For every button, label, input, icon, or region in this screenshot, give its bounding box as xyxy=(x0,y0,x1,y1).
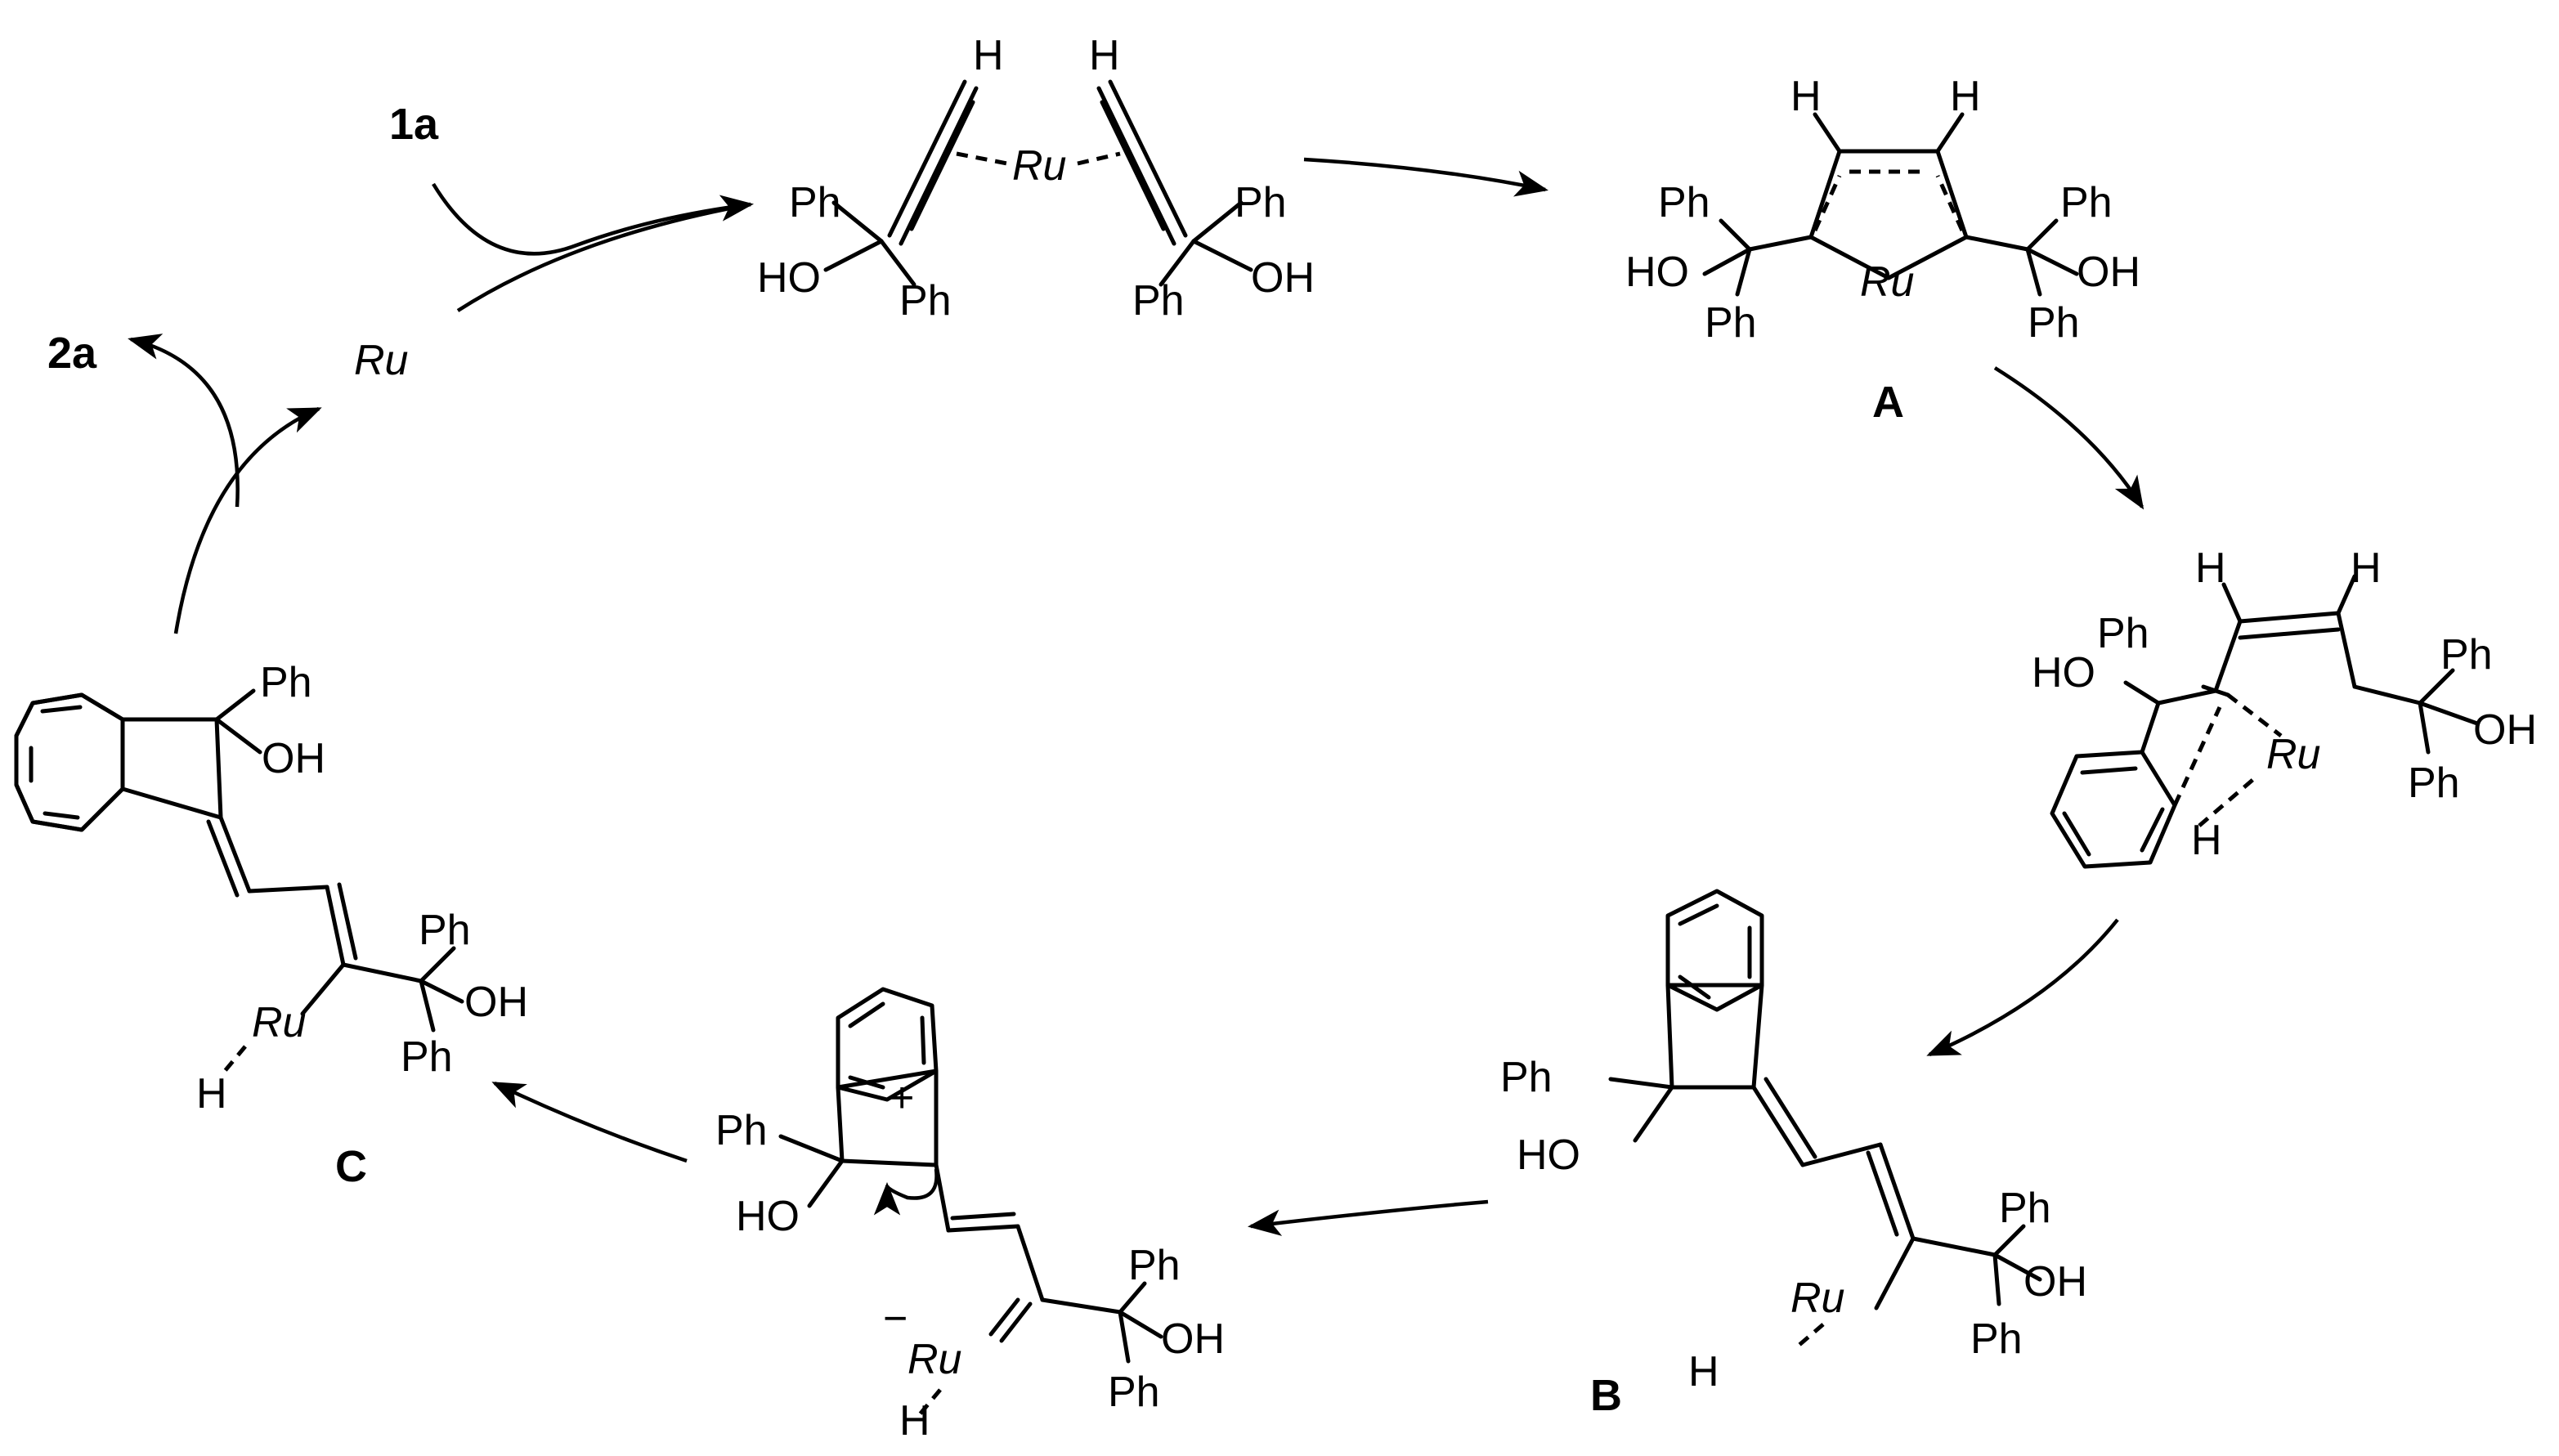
B-ph-3: Ph xyxy=(1970,1315,2023,1363)
A-h-left: H xyxy=(1790,73,1822,120)
arrow-ru-to-complex xyxy=(456,202,751,312)
arrow-C-to-ru xyxy=(173,406,322,634)
complex-ph-1: Ph xyxy=(789,179,841,226)
bis-alkyne-ru-complex xyxy=(823,79,1253,287)
complex-oh: OH xyxy=(1251,254,1315,302)
product-label: 2a xyxy=(47,329,97,378)
ts-h-1: H xyxy=(2195,544,2226,592)
complex-h-left: H xyxy=(973,32,1004,79)
A-h-right: H xyxy=(1950,73,1981,120)
A-ph-3: Ph xyxy=(2060,179,2113,226)
A-oh: OH xyxy=(2077,249,2140,296)
B-oh: OH xyxy=(2023,1258,2087,1306)
B-ph-1: Ph xyxy=(1500,1054,1553,1101)
arrow-to-A xyxy=(1303,157,1548,197)
C-oh-1: OH xyxy=(262,735,325,782)
cation-ph-1: Ph xyxy=(715,1107,768,1154)
cycle-arrows xyxy=(128,157,2144,1236)
cationic-intermediate xyxy=(778,987,1163,1416)
ts-ho: HO xyxy=(2032,649,2095,697)
A-ph-4: Ph xyxy=(2028,299,2080,347)
B-h: H xyxy=(1688,1348,1719,1396)
A-ru: Ru xyxy=(1860,258,1914,306)
B-ph-2: Ph xyxy=(1999,1185,2051,1232)
arrow-1a-in xyxy=(432,182,755,256)
A-ho: HO xyxy=(1625,249,1689,296)
A-ph-1: Ph xyxy=(1658,179,1710,226)
ts-ph-2: Ph xyxy=(2440,631,2493,679)
arrow-A-to-ts xyxy=(1993,366,2144,510)
arrow-cation-to-C xyxy=(491,1081,688,1163)
cation-oh: OH xyxy=(1161,1315,1225,1363)
A-ph-2: Ph xyxy=(1705,299,1757,347)
arrow-B-to-cation xyxy=(1247,1199,1489,1236)
ch-activation-ts xyxy=(2050,574,2480,869)
B-ru: Ru xyxy=(1790,1275,1844,1322)
complex-ho: HO xyxy=(757,254,821,302)
arrow-2a-out xyxy=(128,334,240,508)
C-oh-2: OH xyxy=(464,979,528,1026)
intermediate-C xyxy=(14,688,464,1073)
complex-ru: Ru xyxy=(1012,142,1066,190)
ts-ph-3: Ph xyxy=(2408,759,2460,807)
ts-h-2: H xyxy=(2351,544,2382,592)
complex-ph-4: Ph xyxy=(1132,277,1185,325)
B-label: B xyxy=(1590,1371,1622,1420)
cation-plus: + xyxy=(890,1074,914,1122)
ts-ru: Ru xyxy=(2266,731,2320,778)
arrow-ts-to-B xyxy=(1926,918,2119,1057)
C-ph-2: Ph xyxy=(419,907,471,954)
C-ru: Ru xyxy=(252,999,306,1046)
complex-ph-2: Ph xyxy=(899,277,952,325)
C-h: H xyxy=(196,1070,227,1118)
reactant-label: 1a xyxy=(389,100,439,149)
complex-ph-3: Ph xyxy=(1235,179,1287,226)
complex-h-right: H xyxy=(1089,32,1120,79)
intermediate-B xyxy=(1608,889,2042,1351)
cation-ph-2: Ph xyxy=(1128,1242,1181,1289)
cation-ho: HO xyxy=(736,1193,800,1240)
ts-ph-1: Ph xyxy=(2097,610,2149,657)
C-ph-3: Ph xyxy=(401,1033,453,1081)
C-ph-1: Ph xyxy=(260,659,312,706)
cation-ph-3: Ph xyxy=(1108,1369,1160,1416)
C-label: C xyxy=(335,1142,367,1191)
cation-ru: Ru xyxy=(908,1336,961,1383)
A-label: A xyxy=(1872,378,1904,427)
cation-h: H xyxy=(899,1397,930,1445)
cation-minus: − xyxy=(883,1295,908,1342)
ts-oh: OH xyxy=(2473,706,2537,754)
ts-h-3: H xyxy=(2191,817,2222,864)
intermediate-A xyxy=(1702,112,2079,297)
B-ho: HO xyxy=(1517,1131,1580,1179)
ru-catalyst-label: Ru xyxy=(354,337,408,384)
